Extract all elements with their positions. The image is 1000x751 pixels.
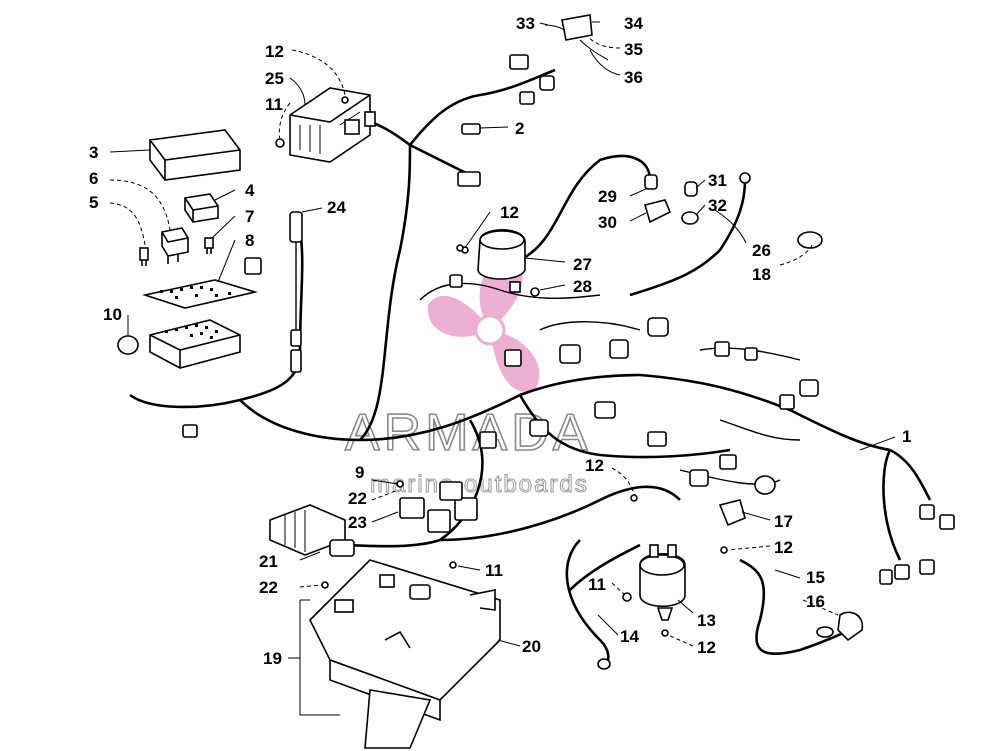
callout-11-regulator: 11 <box>265 95 283 114</box>
callout-34: 34 <box>624 14 643 33</box>
fuse-mini <box>204 237 214 254</box>
ignition-coil <box>461 229 540 297</box>
callout-11-solenoid: 11 <box>588 575 606 594</box>
callout-19: 19 <box>263 649 282 668</box>
callout-23: 23 <box>348 513 367 532</box>
fuse-block-base <box>149 319 241 369</box>
callout-8: 8 <box>245 231 254 250</box>
callout-31: 31 <box>708 171 727 190</box>
starter-solenoid <box>622 544 686 637</box>
fuse <box>139 247 149 266</box>
mounting-plate <box>309 559 501 749</box>
callout-35: 35 <box>624 40 643 59</box>
callout-22-lower: 22 <box>259 578 278 597</box>
watermark-brand: ARMADA <box>345 404 591 462</box>
callout-11-plate: 11 <box>485 561 503 580</box>
callout-12-coil: 12 <box>500 203 519 222</box>
callout-24: 24 <box>327 198 346 217</box>
circuit-board <box>141 279 259 309</box>
voltage-regulator <box>289 87 376 163</box>
callout-26: 26 <box>752 241 771 260</box>
terminal-boot <box>718 499 746 554</box>
callout-12-boot: 12 <box>774 538 793 557</box>
leader-lines <box>109 21 896 716</box>
terminal-parts <box>643 174 699 225</box>
callout-21: 21 <box>259 552 278 571</box>
callout-10: 10 <box>103 305 122 324</box>
callout-1: 1 <box>902 427 911 446</box>
callout-32: 32 <box>708 196 727 215</box>
callout-29: 29 <box>598 187 617 206</box>
callout-4: 4 <box>245 181 255 200</box>
harness-connectors <box>182 54 955 585</box>
relay-small <box>161 227 189 264</box>
callout-12-harness: 12 <box>585 456 604 475</box>
callout-3: 3 <box>89 143 98 162</box>
callout-14: 14 <box>620 627 639 646</box>
callout-12-regulator: 12 <box>265 42 284 61</box>
callout-20: 20 <box>522 637 541 656</box>
callout-22-upper: 22 <box>348 489 367 508</box>
callout-7: 7 <box>245 207 254 226</box>
callout-2: 2 <box>515 119 524 138</box>
callout-12-solenoid: 12 <box>697 638 716 657</box>
callout-28: 28 <box>573 277 592 296</box>
battery-cables <box>519 154 861 670</box>
fuse-box-cover <box>149 129 241 181</box>
callout-30: 30 <box>598 213 617 232</box>
cable-boot <box>816 611 864 642</box>
callout-25: 25 <box>265 69 284 88</box>
callout-13: 13 <box>697 611 716 630</box>
callout-6: 6 <box>89 169 98 188</box>
relay <box>184 193 219 223</box>
sensor <box>289 211 303 373</box>
callout-18: 18 <box>752 265 771 284</box>
callout-16: 16 <box>806 592 825 611</box>
cdi-module <box>269 504 355 557</box>
callout-labels: 1 2 3 4 5 6 7 8 9 10 11 11 11 12 12 12 1… <box>89 14 911 668</box>
cable-tie <box>117 231 823 355</box>
callout-9: 9 <box>355 463 364 482</box>
callout-5: 5 <box>89 193 98 212</box>
callout-17: 17 <box>774 512 793 531</box>
sender-unit <box>544 14 609 61</box>
relay-cluster <box>399 481 478 533</box>
callout-33: 33 <box>516 14 535 33</box>
callout-15: 15 <box>806 568 825 587</box>
callout-36: 36 <box>624 68 643 87</box>
callout-27: 27 <box>573 255 592 274</box>
propeller-logo-icon <box>427 258 540 392</box>
